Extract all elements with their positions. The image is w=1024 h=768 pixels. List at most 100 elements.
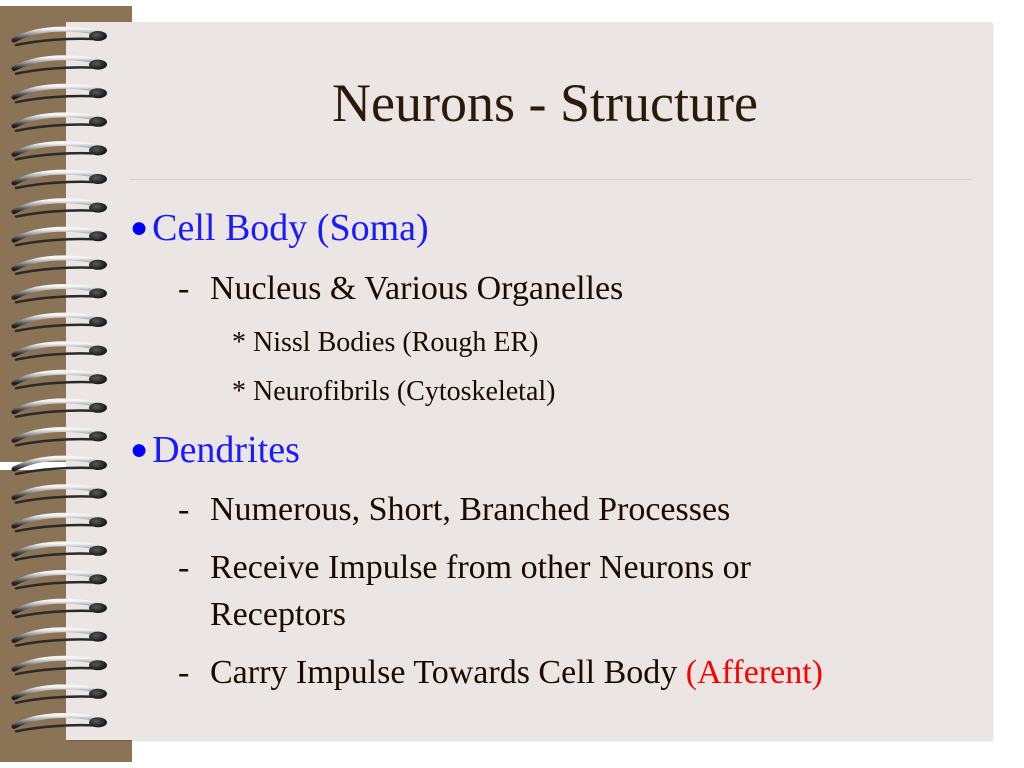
item-carry: -Carry Impulse Towards Cell Body (Affere… [178,654,823,692]
binding-hole [89,517,107,528]
binding-coil [11,684,99,701]
binding-hole [89,488,107,499]
binding-coil-shadow [14,37,96,47]
heading-cell-body: Cell Body (Soma) [152,207,429,249]
bullet-dendrites: ●Dendrites [130,428,300,472]
binding-coil-shadow [14,294,96,304]
binding-coil [11,198,99,215]
bullet-cell-body: ●Cell Body (Soma) [130,206,429,250]
binding-coil-shadow [14,66,96,75]
binding-hole [89,574,107,585]
binding-coil [11,369,99,386]
binding-hole [89,374,107,385]
binding-coil-shadow [14,695,96,705]
binding-coil-shadow [14,580,96,590]
binding-coil-shadow [14,237,96,247]
binding-coil [11,426,99,443]
binding-hole [89,402,107,413]
dash-marker: - [178,491,190,528]
binding-hole [89,59,107,70]
binding-coil-shadow [14,209,96,218]
item-carry-text: Carry Impulse Towards Cell Body [210,654,678,691]
subitem-nissl: * Nissl Bodies (Rough ER) [232,327,539,358]
binding-coil-shadow [14,151,96,161]
item-numerous-text: Numerous, Short, Branched Processes [210,491,731,528]
binding-hole [89,202,107,213]
binding-coil-shadow [14,638,96,647]
bullet-dot-icon: ● [130,433,149,466]
binding-coil [11,312,99,329]
binding-hole [89,317,107,327]
binding-coil [11,112,99,129]
binding-coil [11,627,99,644]
binding-coil-shadow [14,495,96,504]
binding-coil-shadow [14,380,96,390]
binding-coil [11,712,99,729]
binding-coil [11,598,99,615]
item-receive-line2: Receptors [210,596,346,633]
title-divider [130,179,972,180]
binding-coil [11,569,99,586]
item-nucleus-text: Nucleus & Various Organelles [210,270,624,307]
binding-coil [11,255,99,272]
item-receive: -Receive Impulse from other Neurons or [178,549,751,587]
binding-hole [89,631,107,642]
binding-coil-shadow [14,123,96,133]
binding-hole [89,460,107,470]
afferent-label: (Afferent) [685,654,823,691]
binding-hole [89,603,107,613]
binding-hole [89,431,107,442]
binding-hole [89,288,107,299]
item-receive-text-line1: Receive Impulse from other Neurons or [210,549,751,586]
binding-coil [11,541,99,558]
binding-coil [11,140,99,157]
binding-coil [11,398,99,415]
binding-coil [11,83,99,100]
binding-coil-shadow [14,723,96,733]
binding-coil-shadow [14,409,96,419]
binding-coil [11,169,99,186]
binding-coil-shadow [14,523,96,533]
binding-coil-shadow [14,352,96,361]
item-numerous: -Numerous, Short, Branched Processes [178,491,730,529]
binding-hole [89,31,107,41]
binding-hole [89,688,107,699]
binding-coil [11,655,99,672]
binding-hole [89,116,107,127]
binding-coil [11,55,99,72]
binding-coil-shadow [14,466,96,476]
binding-hole [89,345,107,356]
binding-coil [11,512,99,529]
binding-coil-shadow [14,180,96,190]
subitem-neurofibrils: * Neurofibrils (Cytoskeletal) [232,376,556,407]
binding-coil-shadow [14,323,96,333]
binding-coil [11,341,99,358]
binding-hole [89,174,107,184]
heading-dendrites: Dendrites [152,429,300,471]
bullet-dot-icon: ● [130,211,149,244]
binding-coil [11,226,99,243]
binding-hole [89,145,107,156]
item-nucleus: -Nucleus & Various Organelles [178,270,623,308]
binding-coil [11,484,99,501]
binding-hole [89,717,107,728]
binding-coil [11,283,99,300]
binding-coil-shadow [14,266,96,276]
binding-coil-shadow [14,437,96,447]
slide-title: Neurons - Structure [332,73,758,133]
dash-marker: - [178,654,190,691]
binding-coil-shadow [14,552,96,562]
binding-coil [11,455,99,472]
binding-hole [89,660,107,671]
binding-hole [89,231,107,242]
notebook-paper [66,22,992,740]
binding-coil [11,26,99,43]
spiral-binding-icon [11,26,107,733]
binding-hole [89,545,107,556]
binding-coil-shadow [14,609,96,619]
dash-marker: - [178,270,190,307]
dash-marker: - [178,549,190,586]
binding-hole [89,88,107,99]
binding-coil-shadow [14,94,96,104]
binding-coil-shadow [14,666,96,676]
